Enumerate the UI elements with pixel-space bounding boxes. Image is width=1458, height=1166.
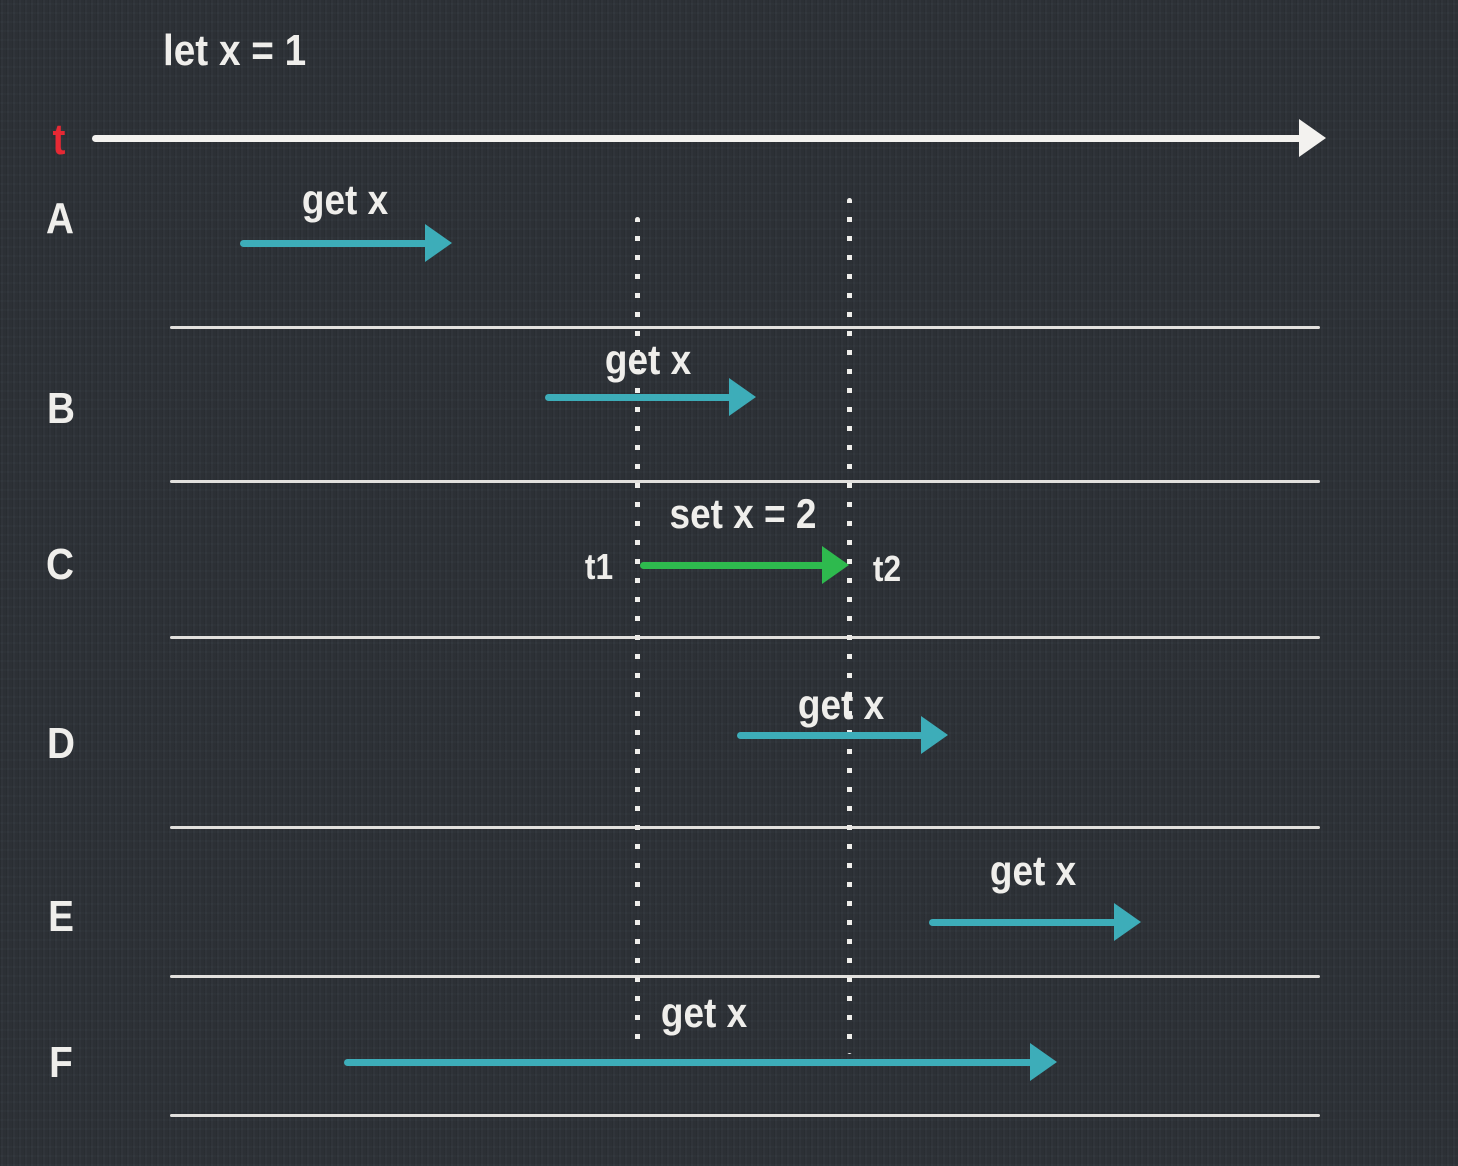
lane-c-op-label: set x = 2 [669,490,817,537]
lane-f-op-arrow [344,1043,1057,1081]
lane-separator [170,975,1320,978]
lane-d-op-arrow [737,716,948,754]
arrowhead-icon [1114,903,1141,941]
lane-e-label: E [48,892,74,941]
marker-t2-dotted-line [847,198,852,1054]
time-axis-label: t [52,115,66,164]
marker-t1-label: t1 [584,546,614,587]
lane-e-op-arrow [929,903,1141,941]
lane-a-op-label: get x [301,176,389,223]
arrow-shaft [344,1058,1033,1066]
lane-e-op-label: get x [989,847,1077,894]
lane-separator [170,636,1320,639]
arrow-shaft [240,239,428,247]
lane-f-op-label: get x [660,989,748,1036]
arrowhead-icon [921,716,948,754]
lane-b-op-arrow [545,378,756,416]
arrow-shaft [929,918,1117,926]
lane-a-label: A [46,194,74,243]
time-axis-arrow [92,119,1326,157]
lane-b-op-label: get x [604,336,692,383]
arrowhead-icon [729,378,756,416]
marker-t2-label: t2 [872,548,902,589]
init-statement-label: let x = 1 [163,26,307,75]
marker-t1-dotted-line [635,217,640,1050]
arrowhead-icon [1299,119,1326,157]
arrow-shaft [737,731,924,739]
arrowhead-icon [1030,1043,1057,1081]
lane-c-label: C [46,540,74,589]
lane-separator [170,326,1320,329]
lane-d-label: D [47,719,75,768]
arrow-shaft [640,561,825,569]
lane-f-label: F [49,1038,73,1087]
lane-b-label: B [47,384,75,433]
arrow-shaft [545,393,732,401]
lane-separator [170,1114,1320,1117]
arrowhead-icon [425,224,452,262]
lane-separator [170,826,1320,829]
arrowhead-icon [822,546,849,584]
arrow-shaft [92,134,1302,142]
lane-c-op-arrow [640,546,849,584]
lane-d-op-label: get x [797,681,885,728]
lane-separator [170,480,1320,483]
lane-a-op-arrow [240,224,452,262]
